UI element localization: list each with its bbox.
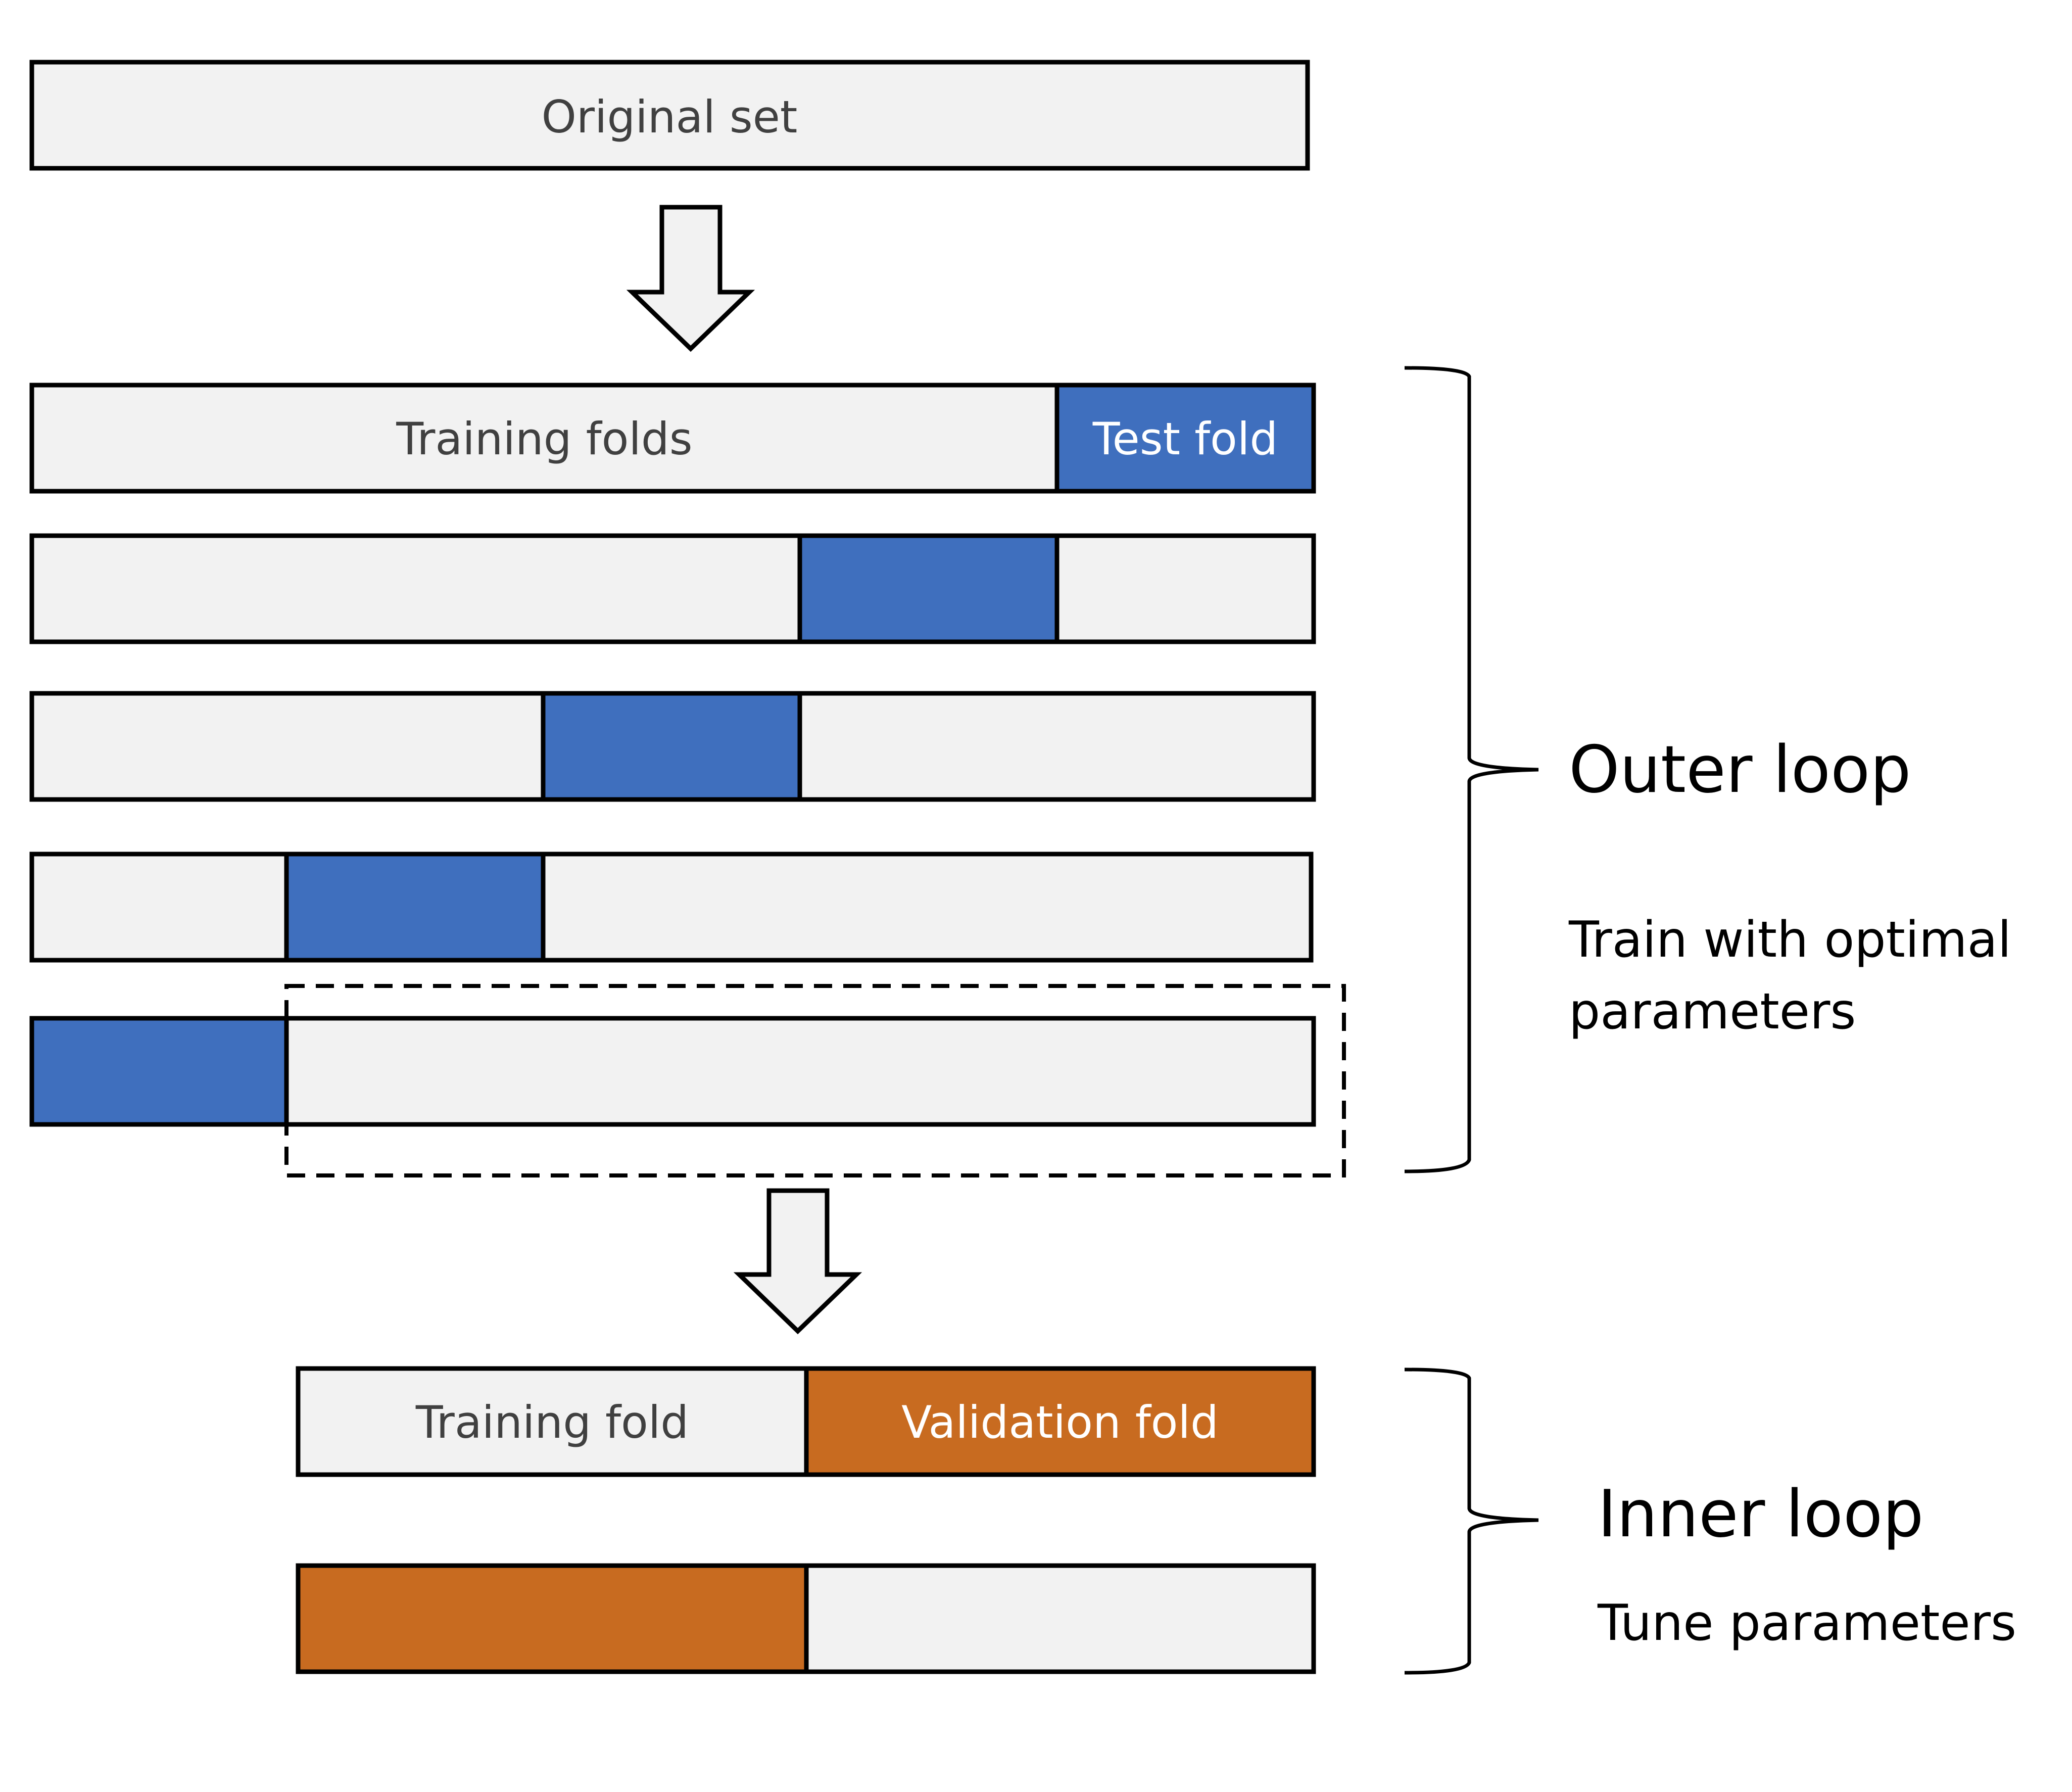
- outer-row-5: [29, 1016, 1316, 1127]
- outer-train-fold: [1054, 533, 1316, 644]
- outer-train-fold: [541, 852, 1314, 963]
- outer-train-fold: [29, 533, 802, 644]
- outer-test-fold: [29, 1016, 289, 1127]
- inner-validation-fold-label: Validation fold: [901, 1396, 1219, 1448]
- outer-row-4: [29, 852, 1314, 963]
- original-set-rect: [29, 60, 1310, 171]
- outer-test-fold: [797, 533, 1059, 644]
- inner-loop-description: Tune parameters: [1597, 1594, 2016, 1652]
- outer-loop-rows: Training folds Test fold: [29, 383, 1316, 1127]
- outer-row-3: [29, 691, 1316, 802]
- outer-train-fold: [284, 1016, 1316, 1127]
- outer-test-fold: [541, 691, 802, 802]
- inner-train-fold: [804, 1563, 1316, 1674]
- outer-loop-description-line1: Train with optimal: [1568, 911, 2011, 969]
- inner-loop-rows: Training fold Validation fold: [296, 1366, 1316, 1674]
- inner-row-1: Training fold Validation fold: [296, 1366, 1316, 1477]
- original-set-label: Original set: [542, 91, 798, 143]
- outer-test-fold: [1054, 383, 1316, 494]
- inner-data-selection-box: [284, 984, 1346, 1177]
- outer-loop-description-line2: parameters: [1569, 983, 1856, 1041]
- down-arrow-2: [733, 1188, 862, 1335]
- outer-test-fold-label: Test fold: [1092, 413, 1278, 465]
- outer-train-fold: [797, 691, 1316, 802]
- outer-train-fold-label: Training folds: [396, 413, 692, 465]
- outer-train-fold: [29, 383, 1059, 494]
- down-arrow-1: [626, 205, 755, 352]
- outer-train-fold: [29, 852, 289, 963]
- inner-loop-title: Inner loop: [1598, 1477, 1924, 1552]
- outer-loop-brace: [1404, 366, 1539, 1173]
- inner-train-fold-label: Training fold: [415, 1396, 689, 1448]
- inner-loop-brace: [1404, 1367, 1539, 1675]
- original-set-bar: Original set: [29, 60, 1310, 171]
- inner-validation-fold: [296, 1563, 809, 1674]
- outer-train-fold: [29, 691, 546, 802]
- inner-validation-fold: [804, 1366, 1316, 1477]
- outer-row-2: [29, 533, 1316, 644]
- outer-row-1: Training folds Test fold: [29, 383, 1316, 494]
- outer-test-fold: [284, 852, 546, 963]
- outer-loop-title: Outer loop: [1569, 732, 1911, 808]
- inner-row-2: [296, 1563, 1316, 1674]
